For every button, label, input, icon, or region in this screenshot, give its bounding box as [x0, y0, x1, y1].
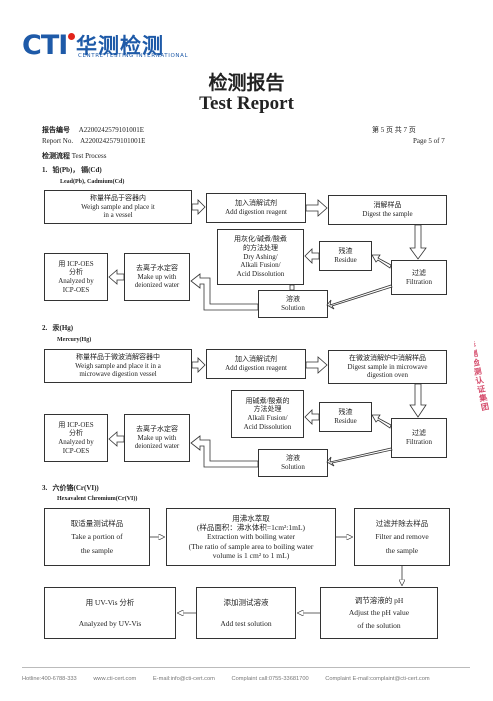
footer-divider — [22, 667, 470, 668]
footer-hotline: Hotline:400-6788-333 — [22, 676, 77, 682]
footer-contacts: Hotline:400-6788-333 www.cti-cert.com E-… — [22, 676, 445, 682]
section-2-title: 2. 汞(Hg) — [42, 324, 74, 332]
arrow-f2-residue-to-fusion — [304, 409, 320, 425]
arrow-f2-digest-down — [409, 383, 427, 418]
report-title-en: Test Report — [199, 93, 294, 114]
section-1-title: 1. 铅(Pb)， 镉(Cd) — [42, 166, 102, 174]
arrow-f2-reagent-to-digest — [305, 356, 328, 374]
logo-chinese-name: 华测检测 — [76, 34, 164, 58]
arrow-f1-digest-down — [409, 224, 427, 260]
section-3-subtitle: Hexavalent Chromium(Cr(VI)) — [57, 496, 138, 502]
red-seal-stamp: 华测检测认证集团 — [474, 340, 492, 413]
arrow-f2-solution-to-makeup — [190, 435, 259, 468]
report-no-row-cn: 报告编号 A2200242579101001E — [42, 126, 145, 134]
arrow-f1-filtration-to-residue — [371, 254, 392, 269]
f3-extract-box: 用沸水萃取(样品面积：沸水体积=1cm²:1mL)Extraction with… — [166, 508, 336, 566]
report-title-cn: 检测报告 — [208, 72, 285, 94]
report-no-row-en: Report No. A2200242579101001E — [42, 137, 146, 145]
test-process-heading: 检测流程 Test Process — [42, 152, 107, 160]
footer-complaint-email[interactable]: Complaint E-mail:complaint@cti-cert.com — [325, 676, 430, 682]
arrow-f1-solution-to-makeup — [190, 273, 259, 311]
arrow-f2-weigh-to-reagent — [191, 357, 206, 373]
arrow-f2-filtration-to-residue — [371, 414, 392, 429]
arrow-f1-residue-to-ashing — [304, 248, 320, 264]
footer-email[interactable]: E-mail:info@cti-cert.com — [152, 676, 215, 682]
logo-red-dot — [68, 33, 76, 40]
section-3-title: 3. 六价铬(Cr(VI)) — [42, 484, 99, 492]
arrow-f2-makeup-to-icp — [108, 431, 125, 447]
footer-website[interactable]: www.cti-cert.com — [93, 676, 137, 682]
logo-english-name: CENTRE TESTING INTERNATIONAL — [78, 53, 189, 59]
cti-logo-mark: CTI — [22, 30, 76, 61]
arrow-f1-reagent-to-digest — [305, 199, 328, 217]
arrow-f1-filtration-to-solution — [326, 284, 393, 310]
footer-complaint-call: Complaint call:0755-33681700 — [231, 676, 309, 682]
section-1-subtitle: Lead(Pb), Cadmium(Cd) — [60, 179, 125, 185]
page-number-cn: 第 5 页 共 7 页 — [372, 126, 416, 134]
arrow-f1-ashing-to-solution — [289, 284, 295, 291]
page-number-en: Page 5 of 7 — [413, 137, 445, 145]
section-2-subtitle: Mercury(Hg) — [57, 337, 92, 343]
arrow-f1-makeup-to-icp — [108, 269, 125, 285]
arrow-f2-filtration-to-solution — [326, 447, 393, 467]
arrow-f1-weigh-to-reagent — [191, 199, 206, 215]
